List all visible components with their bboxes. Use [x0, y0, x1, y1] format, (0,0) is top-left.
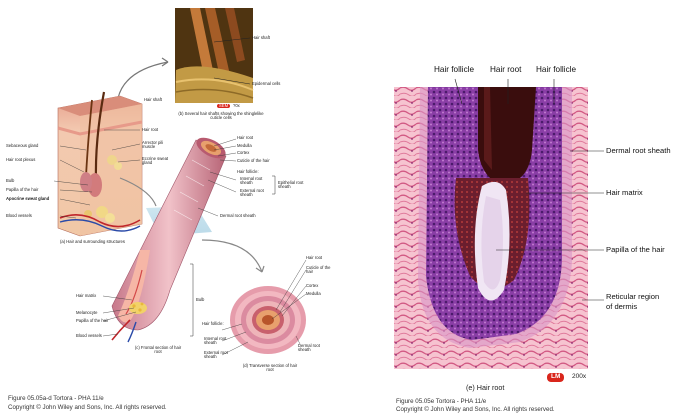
label-e-hair-follicle-right: Hair follicle [536, 66, 576, 74]
right-figure-ref: Figure 05.05e Tortora - PHA 11/e [396, 399, 486, 405]
label-e-hair-follicle-left: Hair follicle [434, 66, 474, 74]
lm-badge: LM [547, 373, 564, 382]
label-e-dermal-root-sheath: Dermal root sheath [606, 147, 671, 155]
label-e-reticular-region-2: of dermis [606, 303, 637, 311]
caption-panel-e: (e) Hair root [466, 384, 504, 391]
label-e-reticular-region-1: Reticular region [606, 293, 659, 301]
right-copyright: Copyright © John Wiley and Sons, Inc. Al… [396, 407, 555, 413]
lm-magnification: 200x [572, 374, 586, 381]
label-e-hair-matrix: Hair matrix [606, 189, 643, 197]
label-e-papilla: Papilla of the hair [606, 246, 665, 254]
label-e-hair-root: Hair root [490, 66, 521, 74]
